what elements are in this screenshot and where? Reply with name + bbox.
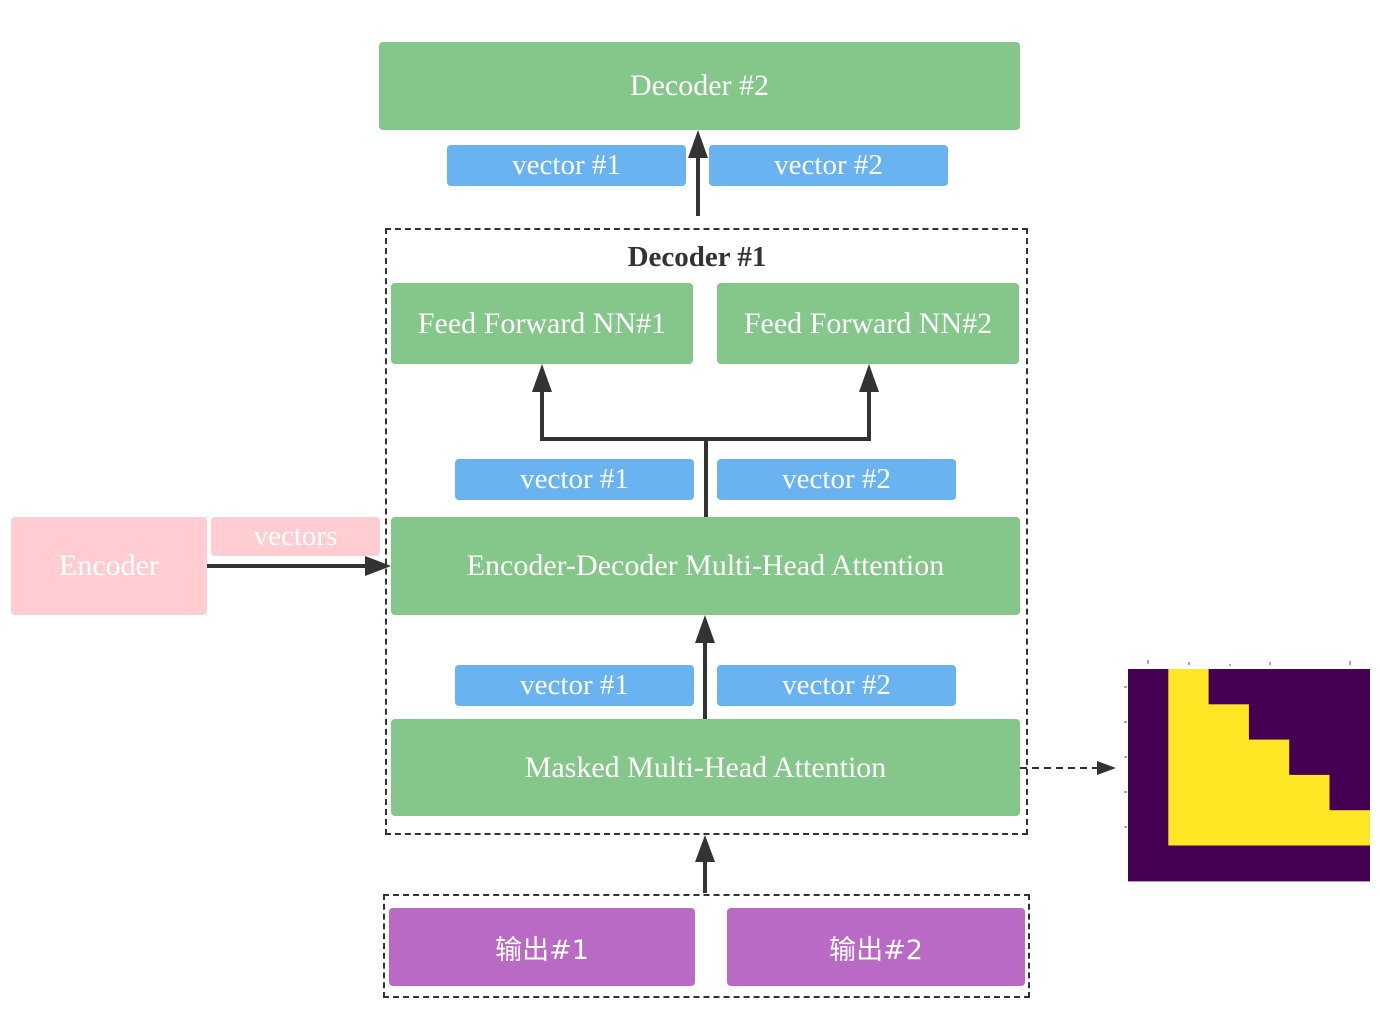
encoder-vectors-tag: vectors	[211, 517, 380, 556]
encoder-block: Encoder	[11, 517, 207, 615]
mask-cell	[1289, 739, 1331, 776]
mask-cell	[1168, 845, 1210, 882]
feed-forward-nn-2: Feed Forward NN#2	[717, 283, 1019, 364]
masked-attention-label: Masked Multi-Head Attention	[524, 750, 887, 784]
mask-cell	[1168, 774, 1210, 811]
mid-vector-1-label: vector #1	[520, 463, 629, 495]
encoder-vectors-label: vectors	[253, 520, 338, 552]
encoder-label: Encoder	[59, 549, 159, 582]
mid-vector-2: vector #2	[717, 459, 956, 500]
arrowhead-ffn-1	[532, 364, 552, 392]
outputs-container	[383, 894, 1030, 998]
mask-cell	[1248, 704, 1290, 741]
decoder-1-title: Decoder #1	[627, 241, 767, 273]
mask-cell	[1329, 845, 1370, 882]
mask-cell	[1168, 810, 1210, 847]
mask-cell	[1329, 810, 1370, 847]
low-vector-2: vector #2	[717, 665, 956, 706]
arrow-decoder1-to-decoder2	[688, 130, 708, 216]
mask-cell	[1128, 845, 1169, 882]
mask-cell	[1128, 739, 1169, 776]
decoder-1-container	[385, 228, 1028, 835]
arrow-outputs-to-masked	[695, 835, 715, 893]
arrow-attention-to-ffn	[540, 392, 871, 517]
decoder-2-label: Decoder #2	[629, 69, 770, 102]
mask-cell	[1248, 810, 1290, 847]
mask-cell	[1168, 739, 1210, 776]
mask-cell	[1208, 669, 1250, 705]
mask-cell	[1248, 739, 1290, 776]
mask-cell	[1208, 845, 1250, 882]
mask-cell	[1168, 704, 1210, 741]
top-vector-1: vector #1	[447, 145, 686, 186]
encoder-decoder-attention-label: Encoder-Decoder Multi-Head Attention	[466, 549, 945, 582]
mask-cell	[1208, 704, 1250, 741]
output-1-label: 输出#1	[495, 934, 589, 966]
mask-cell	[1128, 810, 1169, 847]
low-vector-2-label: vector #2	[782, 669, 891, 701]
mask-cell	[1128, 774, 1169, 811]
masked-attention-block: Masked Multi-Head Attention	[391, 719, 1020, 816]
mask-matrix-heatmap	[1124, 660, 1370, 882]
low-vector-1: vector #1	[455, 665, 694, 706]
mask-cell	[1128, 704, 1169, 741]
output-1: 输出#1	[389, 908, 695, 986]
mask-cell	[1248, 845, 1290, 882]
output-2-label: 输出#2	[829, 934, 923, 966]
mask-cell	[1208, 774, 1250, 811]
mask-cell	[1128, 669, 1169, 705]
encoder-decoder-attention-block: Encoder-Decoder Multi-Head Attention	[391, 517, 1020, 615]
arrow-masked-to-encdec	[695, 615, 715, 719]
mask-cell	[1248, 669, 1290, 705]
arrow-encoder-to-attention	[207, 556, 391, 576]
mask-cell	[1289, 704, 1331, 741]
mask-cell	[1168, 669, 1210, 705]
feed-forward-nn-2-label: Feed Forward NN#2	[743, 306, 993, 340]
mask-cell	[1208, 739, 1250, 776]
mask-cell	[1208, 810, 1250, 847]
feed-forward-nn-1: Feed Forward NN#1	[391, 283, 693, 364]
arrow-masked-to-matrix	[1020, 761, 1116, 775]
mask-cell	[1329, 704, 1370, 741]
mask-cell	[1329, 739, 1370, 776]
top-vector-2-label: vector #2	[774, 149, 883, 181]
mid-vector-2-label: vector #2	[782, 463, 891, 495]
mid-vector-1: vector #1	[455, 459, 694, 500]
mask-cell	[1329, 669, 1370, 705]
mask-matrix-ticks	[1124, 660, 1351, 828]
mask-cell	[1289, 774, 1331, 811]
feed-forward-nn-1-label: Feed Forward NN#1	[417, 306, 667, 340]
mask-cell	[1248, 774, 1290, 811]
mask-cell	[1329, 774, 1370, 811]
mask-cell	[1289, 845, 1331, 882]
output-2: 输出#2	[727, 908, 1025, 986]
decoder-2-block: Decoder #2	[379, 42, 1020, 130]
top-vector-2: vector #2	[709, 145, 948, 186]
mask-matrix-cells	[1128, 669, 1370, 882]
low-vector-1-label: vector #1	[520, 669, 629, 701]
mask-cell	[1289, 669, 1331, 705]
arrowhead-ffn-2	[859, 364, 879, 392]
mask-cell	[1289, 810, 1331, 847]
top-vector-1-label: vector #1	[512, 149, 621, 181]
